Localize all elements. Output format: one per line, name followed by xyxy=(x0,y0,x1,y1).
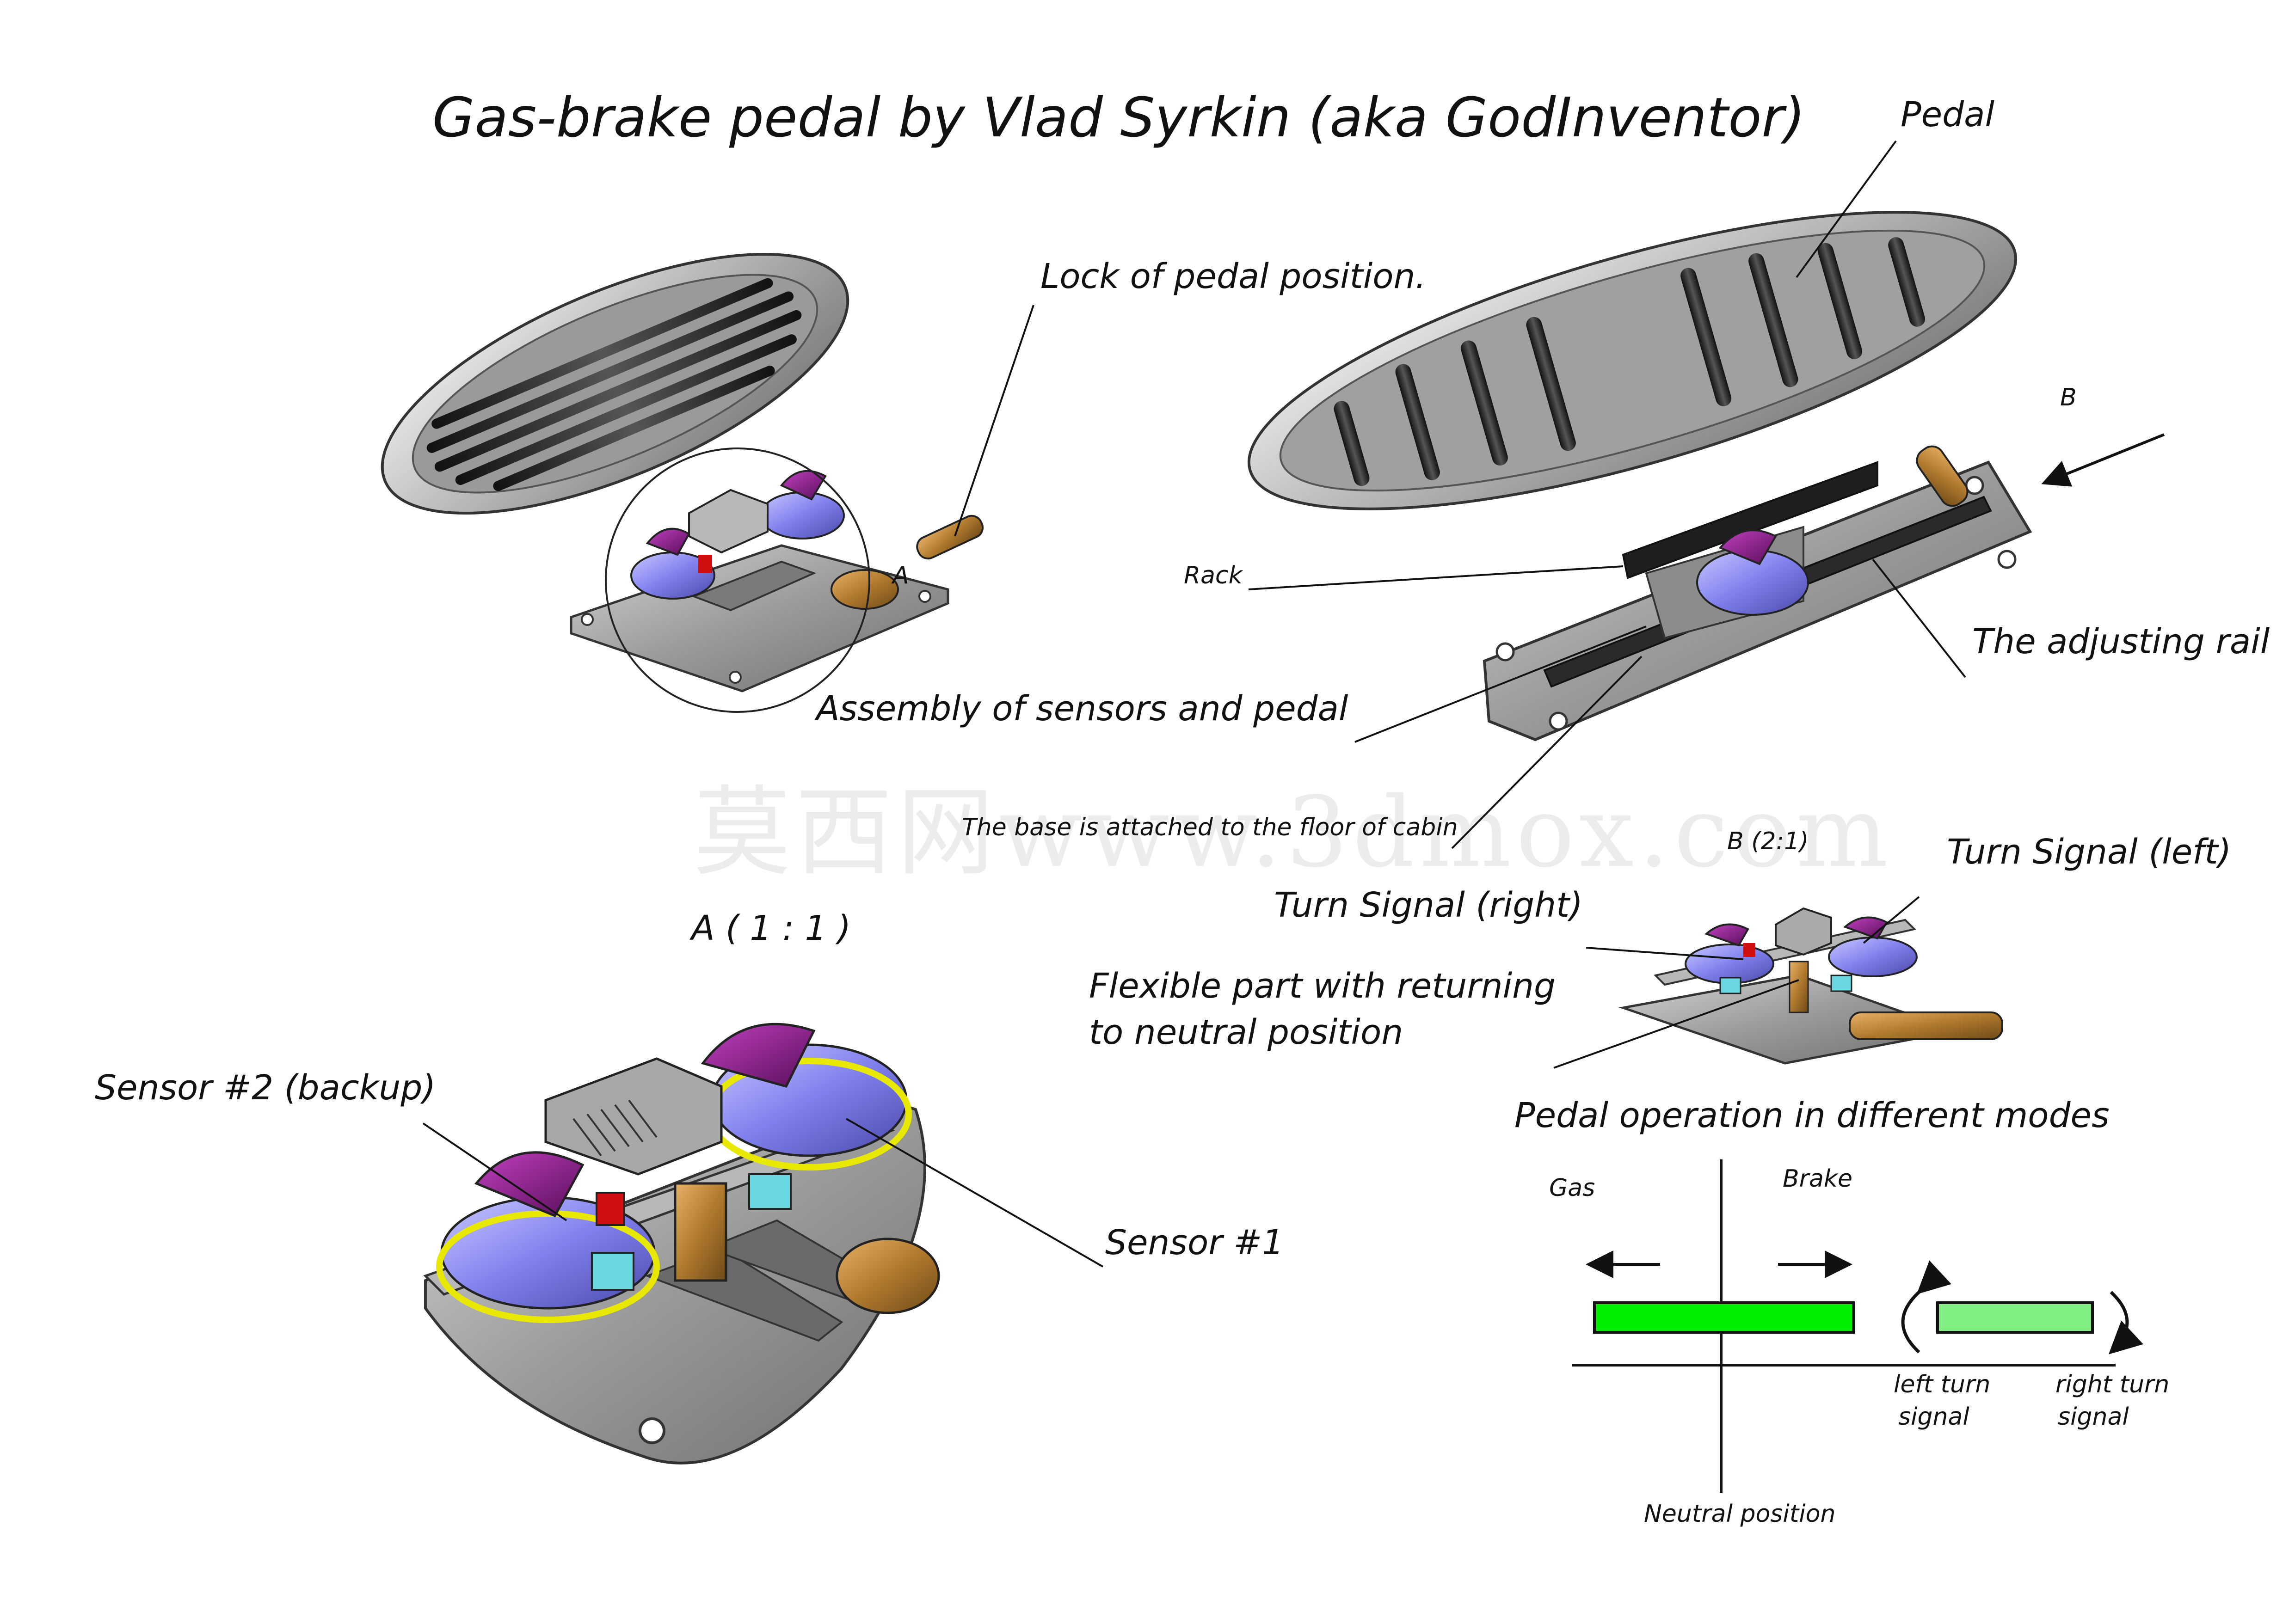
exploded-view xyxy=(1247,211,2165,742)
detail-a-circle xyxy=(605,447,870,713)
pedal-plate-small xyxy=(381,252,849,515)
label-brake: Brake xyxy=(1783,1165,1853,1193)
label-neutral: Neutral position xyxy=(1644,1500,1836,1528)
label-left-turn-2: signal xyxy=(1898,1403,1969,1431)
label-right-turn-2: signal xyxy=(2058,1403,2129,1431)
watermark: 莫西网www.3dmox.com xyxy=(694,776,1893,889)
label-adjusting-rail: The adjusting rail xyxy=(1972,622,2270,662)
left-turn-arrow xyxy=(1901,1260,1951,1354)
mode-diagram xyxy=(1572,1159,2143,1493)
detail-a-view xyxy=(423,1023,940,1465)
rack-shape xyxy=(1622,461,1878,579)
label-left-turn: left turn xyxy=(1894,1371,1991,1398)
turn-signal-bar xyxy=(1936,1301,2094,1334)
label-sensor2: Sensor #2 (backup) xyxy=(95,1068,436,1108)
label-a-detail: A ( 1 : 1 ) xyxy=(691,908,851,948)
base-plate-shape xyxy=(570,544,949,692)
label-lock: Lock of pedal position. xyxy=(1040,257,1426,296)
overview-view xyxy=(381,252,984,713)
label-flexible: Flexible part with returning xyxy=(1089,966,1556,1006)
drawing-title: Gas-brake pedal by Vlad Syrkin (aka GodI… xyxy=(432,86,1805,149)
label-assembly: Assembly of sensors and pedal xyxy=(816,689,1348,729)
label-pedal: Pedal xyxy=(1901,95,1995,135)
gas-brake-bar xyxy=(1593,1301,1855,1334)
label-b-detail: B (2:1) xyxy=(1727,827,1809,855)
label-modes-title: Pedal operation in different modes xyxy=(1514,1096,2110,1135)
label-b-marker: B xyxy=(2060,384,2077,411)
label-turn-left: Turn Signal (left) xyxy=(1947,832,2232,872)
leader-lines xyxy=(422,140,1966,1268)
pedal-plate-large xyxy=(1247,211,2018,510)
label-sensor1: Sensor #1 xyxy=(1105,1223,1284,1262)
right-turn-arrow xyxy=(2108,1291,2143,1354)
label-right-turn: right turn xyxy=(2055,1371,2170,1398)
spring-housing-shape xyxy=(544,1057,723,1176)
label-rack: Rack xyxy=(1184,562,1243,589)
label-gas: Gas xyxy=(1549,1174,1595,1202)
label-flexible-2: to neutral position xyxy=(1089,1012,1403,1052)
label-turn-right: Turn Signal (right) xyxy=(1274,885,1583,925)
lock-lever-shape xyxy=(916,515,984,560)
label-base: The base is attached to the floor of cab… xyxy=(962,814,1458,841)
detail-b-view xyxy=(1618,907,2003,1065)
label-a-marker: A xyxy=(892,562,909,589)
